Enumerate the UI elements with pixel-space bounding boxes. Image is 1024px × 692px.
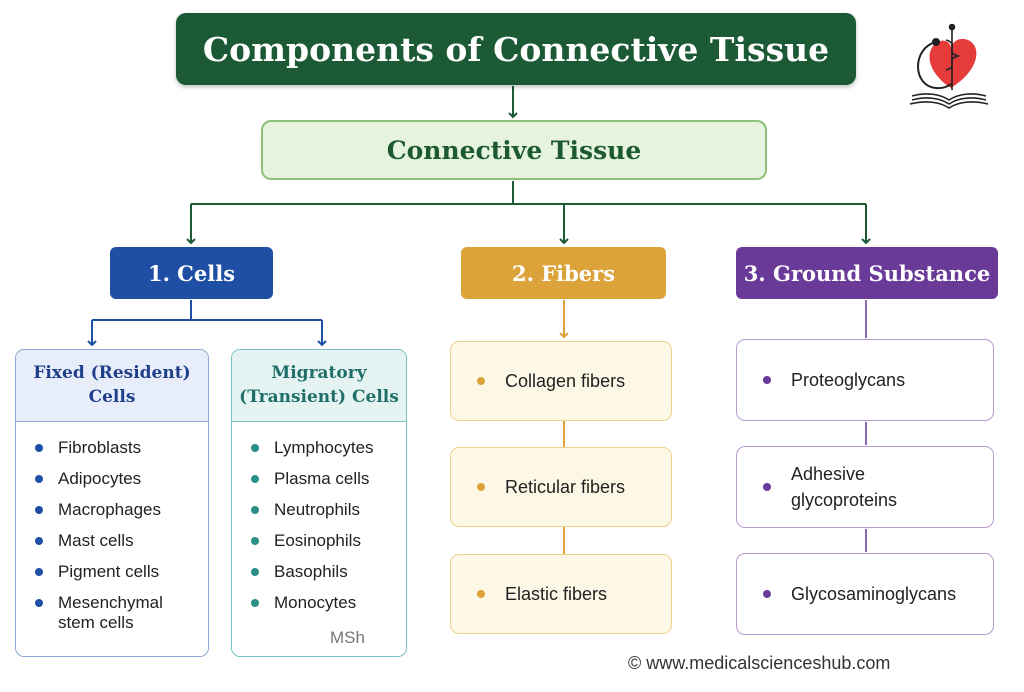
item-label: Monocytes [274,593,357,612]
fixed-cells-heading: Fixed (Resident) Cells [16,350,208,422]
fixed-cells-box: Fixed (Resident) Cells Fibroblasts Adipo… [15,349,209,657]
category-cells: 1. Cells [110,247,273,299]
fiber-label: Collagen fibers [505,370,626,391]
item-label: Macrophages [58,500,162,519]
list-item: Eosinophils [248,531,398,551]
fiber-label: Elastic fibers [505,583,608,604]
bullet-icon [763,483,771,491]
fixed-cells-list: Fibroblasts Adipocytes Macrophages Mast … [16,422,208,633]
list-item: Plasma cells [248,469,398,489]
bullet-icon [251,599,259,607]
bullet-icon [35,599,43,607]
bullet-icon [251,537,259,545]
bullet-icon [477,590,485,598]
ground-item-glycosaminoglycans: Glycosaminoglycans [736,553,994,635]
bullet-icon [35,537,43,545]
ground-label: Glycosaminoglycans [791,583,957,604]
bullet-icon [35,475,43,483]
ground-item-adhesive-glycoproteins: Adhesive glycoproteins [736,446,994,528]
bullet-icon [477,483,485,491]
list-item: Mesenchymal stem cells [32,593,200,633]
fiber-item-collagen: Collagen fibers [450,341,672,421]
bullet-icon [251,506,259,514]
fixed-heading-line2: Cells [88,386,136,407]
migratory-cells-heading: Migratory (Transient) Cells [232,350,406,422]
root-label: Connective Tissue [386,135,642,165]
list-item: Macrophages [32,500,200,520]
migratory-cells-list: Lymphocytes Plasma cells Neutrophils Eos… [232,422,406,613]
item-label: Adipocytes [58,469,142,488]
list-item: Monocytes [248,593,398,613]
bullet-icon [763,376,771,384]
item-label: Fibroblasts [58,438,142,457]
list-item: Mast cells [32,531,200,551]
fiber-label: Reticular fibers [505,476,626,497]
list-item: Lymphocytes [248,438,398,458]
bullet-icon [251,568,259,576]
category-ground-label: 3. Ground Substance [743,260,991,286]
category-fibers: 2. Fibers [461,247,666,299]
bullet-icon [763,590,771,598]
item-label: Plasma cells [274,469,370,488]
bullet-icon [35,444,43,452]
ground-label: Adhesive glycoproteins [791,463,898,510]
bullet-icon [477,377,485,385]
bullet-icon [251,444,259,452]
open-book-icon [909,93,989,109]
bullet-icon [35,568,43,576]
list-item: Pigment cells [32,562,200,582]
signature-text: MSh [330,628,365,647]
heart-stethoscope-logo-icon [909,23,989,109]
list-item: Neutrophils [248,500,398,520]
migratory-cells-box: Migratory (Transient) Cells Lymphocytes … [231,349,407,657]
category-ground-substance: 3. Ground Substance [736,247,998,299]
category-cells-label: 1. Cells [147,260,236,286]
fiber-item-elastic: Elastic fibers [450,554,672,634]
bullet-icon [35,506,43,514]
item-label: Basophils [274,562,348,581]
ground-item-proteoglycans: Proteoglycans [736,339,994,421]
heart-icon [929,38,977,88]
page-title: Components of Connective Tissue [176,13,856,85]
item-label: Mesenchymal stem cells [58,593,163,632]
bullet-icon [251,475,259,483]
list-item: Adipocytes [32,469,200,489]
ground-label: Proteoglycans [791,369,906,390]
item-label: Eosinophils [274,531,361,550]
item-label: Lymphocytes [274,438,374,457]
stethoscope-icon [917,38,953,90]
fiber-item-reticular: Reticular fibers [450,447,672,527]
title-text: Components of Connective Tissue [202,29,830,69]
list-item: Fibroblasts [32,438,200,458]
item-label: Mast cells [58,531,134,550]
list-item: Basophils [248,562,398,582]
migratory-heading-line1: Migratory [271,362,367,383]
caduceus-icon [945,23,961,90]
fixed-heading-line1: Fixed (Resident) [33,362,191,383]
item-label: Pigment cells [58,562,160,581]
footer-copyright: © www.medicalscienceshub.com [628,653,891,673]
category-fibers-label: 2. Fibers [511,260,616,286]
migratory-heading-line2: (Transient) Cells [239,386,399,407]
item-label: Neutrophils [274,500,360,519]
root-node: Connective Tissue [261,120,767,180]
